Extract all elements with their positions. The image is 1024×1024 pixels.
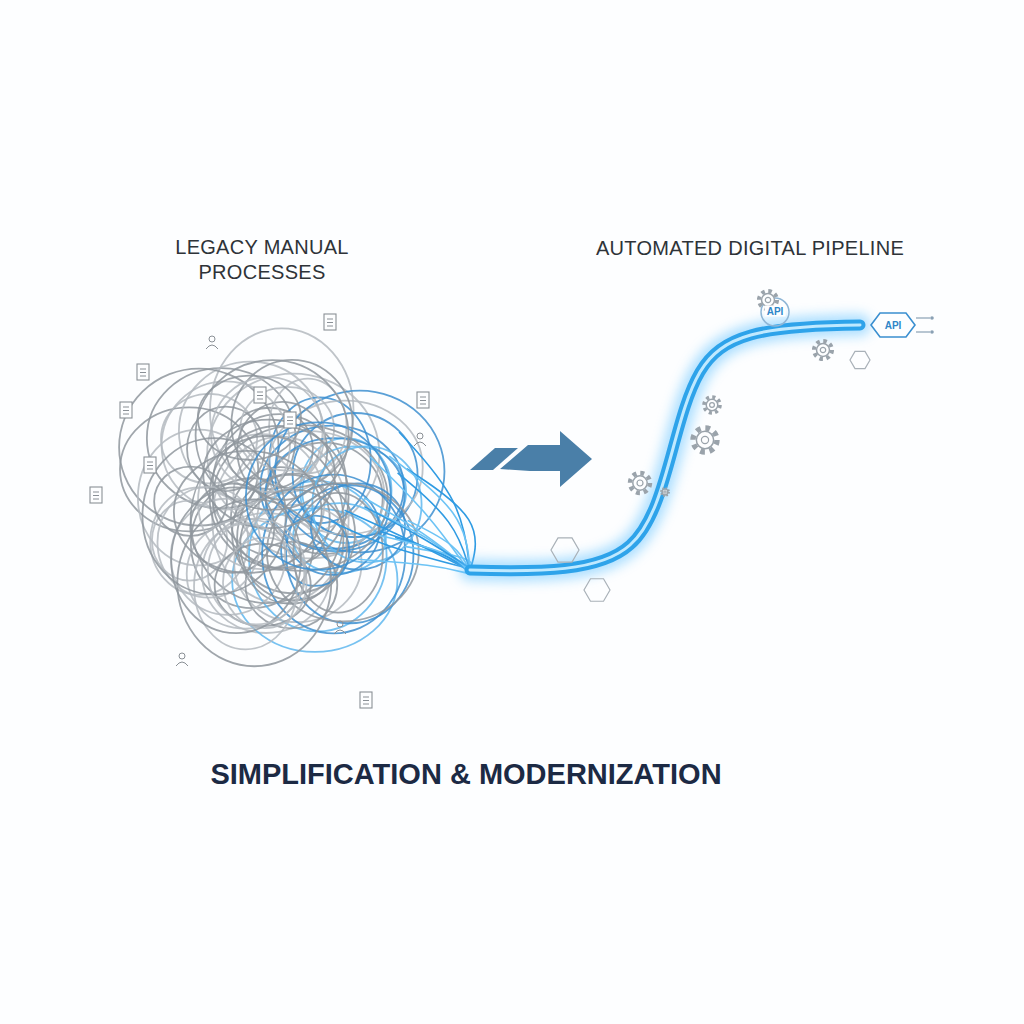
gear-icons xyxy=(551,291,870,601)
diagram-title: SIMPLIFICATION & MODERNIZATION xyxy=(210,758,721,791)
digital-pipeline xyxy=(470,298,934,571)
converging-strands xyxy=(331,432,475,574)
api-hexagon: API xyxy=(871,313,915,337)
node-text: API xyxy=(885,320,902,331)
tangle-of-lines xyxy=(119,328,444,666)
api-label: API xyxy=(765,306,786,317)
transition-arrow xyxy=(470,431,592,487)
section-heading: AUTOMATED DIGITAL PIPELINE xyxy=(570,236,930,261)
section-heading: LEGACY MANUAL PROCESSES xyxy=(155,235,370,285)
process-icons xyxy=(90,314,429,708)
